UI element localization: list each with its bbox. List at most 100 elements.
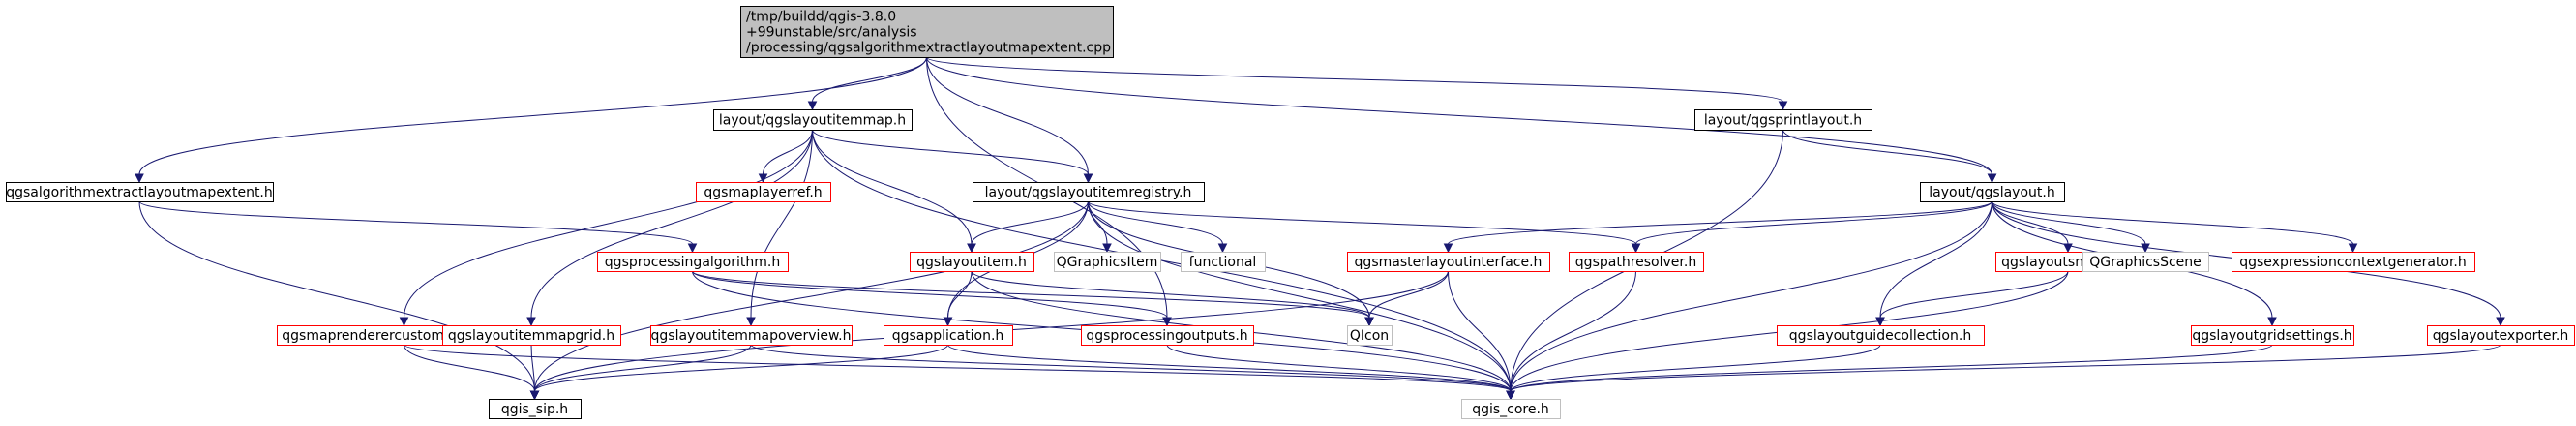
edge-n_mapgrid-to-n_sip (530, 344, 535, 392)
node-n_procoutputs[interactable]: qgsprocessingoutputs.h (1081, 325, 1254, 346)
node-n_layoutitem[interactable]: qgslayoutitem.h (910, 252, 1034, 272)
arrowhead-n_layout-to-n_pathresolver (1631, 243, 1641, 254)
node-n_core[interactable]: qgis_core.h (1461, 399, 1561, 419)
edge-n_application-to-n_sip (534, 344, 948, 392)
node-box (884, 325, 1013, 346)
node-box (1181, 252, 1266, 272)
edge-n_procalg-to-n_qicon (692, 270, 1370, 319)
node-n_application[interactable]: qgsapplication.h (884, 325, 1013, 346)
node-n_printlayout[interactable]: layout/qgsprintlayout.h (1694, 109, 1872, 131)
arrowhead-n_application-to-n_sip (529, 390, 540, 401)
node-n_qgraphicsscene[interactable]: QGraphicsScene (2082, 252, 2209, 272)
node-box (1347, 252, 1550, 272)
node-n_itemregistry[interactable]: layout/qgslayoutitemregistry.h (973, 182, 1205, 202)
node-box (489, 399, 582, 419)
edge-root-to-n_extent_h (138, 56, 927, 175)
edge-n_layout-to-n_qgraphicsscene (1992, 200, 2146, 245)
edge-n_extent_h-to-n_procalg (138, 200, 693, 245)
arrowhead-n_itemmap-to-n_mapoverview (746, 317, 756, 327)
node-n_procalg[interactable]: qgsprocessingalgorithm.h (597, 252, 789, 272)
arrowhead-n_itemmap-to-n_mapgrid (526, 317, 536, 327)
edge-n_itemmap-to-n_mapgrid (530, 129, 813, 319)
node-box (1081, 325, 1254, 346)
arrowhead-n_procalg-to-n_procoutputs (1162, 317, 1172, 327)
edge-root-to-n_itemmap (812, 56, 927, 103)
node-n_mapgrid[interactable]: qgslayoutitemmapgrid.h (442, 325, 621, 346)
node-label: qgslayoutitemmapoverview.h (651, 328, 852, 344)
edge-n_masterlayout-to-n_qicon (1368, 270, 1449, 319)
edge-n_mapoverview-to-n_core (750, 344, 1512, 392)
node-n_maplayerref[interactable]: qgsmaplayerref.h (696, 182, 831, 202)
node-box (6, 182, 274, 202)
arrowhead-n_layout-to-n_gridsettings (2267, 317, 2277, 327)
node-label: +99unstable/src/analysis (746, 25, 917, 41)
node-n_functional[interactable]: functional (1181, 252, 1266, 272)
arrowhead-n_itemregistry-to-n_qgraphicsitem (1102, 243, 1112, 254)
edge-n_gridsettings-to-n_core (1510, 344, 2273, 392)
nodes-layer: /tmp/buildd/qgis-3.8.0+99unstable/src/an… (6, 6, 2575, 419)
node-root[interactable]: /tmp/buildd/qgis-3.8.0+99unstable/src/an… (740, 6, 1114, 58)
node-n_mapoverview[interactable]: qgslayoutitemmapoverview.h (650, 325, 853, 346)
arrowhead-n_layoutitem-to-n_application (943, 317, 953, 327)
node-label: qgis_sip.h (501, 402, 568, 417)
node-label: qgslayoutitem.h (916, 255, 1027, 270)
node-n_itemmap[interactable]: layout/qgslayoutitemmap.h (713, 109, 913, 131)
node-n_gridsettings[interactable]: qgslayoutgridsettings.h (2191, 325, 2354, 346)
node-n_guidecoll[interactable]: qgslayoutguidecollection.h (1777, 325, 1985, 346)
edge-n_extent_h-to-n_sip (138, 200, 535, 392)
node-n_sip[interactable]: qgis_sip.h (489, 399, 582, 419)
arrowhead-n_layout-to-n_exporter (2496, 317, 2505, 327)
node-box (910, 252, 1034, 272)
node-label: qgsmasterlayoutinterface.h (1355, 255, 1543, 270)
node-box (2427, 325, 2575, 346)
node-n_exprctx[interactable]: qgsexpressioncontextgenerator.h (2232, 252, 2475, 272)
edge-n_snapper-to-n_guidecoll (1879, 270, 2069, 319)
arrowhead-n_exporter-to-n_core (1506, 390, 1515, 401)
edge-n_guidecoll-to-n_core (1510, 344, 1881, 392)
node-box (973, 182, 1205, 202)
arrowhead-root-to-n_printlayout (1778, 101, 1788, 111)
arrowhead-root-to-n_itemmap (807, 101, 818, 111)
node-box (1054, 252, 1161, 272)
node-n_qgraphicsitem[interactable]: QGraphicsItem (1054, 252, 1161, 272)
edge-n_itemregistry-to-n_core (1088, 200, 1512, 392)
edge-n_procoutputs-to-n_core (1166, 344, 1512, 392)
node-label: layout/qgslayoutitemmap.h (719, 113, 906, 129)
node-label: /tmp/buildd/qgis-3.8.0 (746, 10, 896, 25)
node-label: qgslayoutgridsettings.h (2192, 328, 2351, 344)
node-label: qgsapplication.h (892, 328, 1004, 344)
node-n_layout[interactable]: layout/qgslayout.h (1920, 182, 2065, 202)
edge-n_layout-to-n_snapper (1992, 200, 2069, 245)
node-label: qgsprocessingoutputs.h (1086, 328, 1247, 344)
node-label: QGraphicsScene (2089, 255, 2202, 270)
node-n_pathresolver[interactable]: qgspathresolver.h (1569, 252, 1704, 272)
node-label: layout/qgslayout.h (1929, 185, 2054, 200)
node-box (650, 325, 853, 346)
edge-n_itemmap-to-n_layoutitem (812, 129, 973, 245)
edge-n_pathresolver-to-n_core (1510, 270, 1636, 392)
node-n_extent_h[interactable]: qgsalgorithmextractlayoutmapextent.h (6, 182, 274, 202)
edge-n_itemregistry-to-n_pathresolver (1088, 200, 1636, 245)
node-n_masterlayout[interactable]: qgsmasterlayoutinterface.h (1347, 252, 1550, 272)
arrowhead-n_itemmap-to-n_itemregistry (1083, 173, 1093, 184)
node-label: qgis_core.h (1472, 402, 1549, 417)
node-n_exporter[interactable]: qgslayoutexporter.h (2427, 325, 2575, 346)
node-n_qicon[interactable]: QIcon (1347, 325, 1393, 346)
edge-n_layout-to-n_pathresolver (1635, 200, 1992, 245)
node-box (713, 109, 913, 131)
edge-n_customjob-to-n_sip (404, 344, 535, 392)
node-box (696, 182, 831, 202)
edge-n_itemmap-to-n_itemregistry (812, 129, 1089, 175)
edge-n_layoutitem-to-n_application (947, 270, 973, 319)
node-label: layout/qgsprintlayout.h (1704, 113, 1862, 129)
arrowhead-n_layout-to-n_masterlayout (1443, 243, 1453, 254)
edge-n_printlayout-to-n_layout (1782, 129, 1992, 175)
node-label: qgsmaplayerref.h (704, 185, 822, 200)
node-label: QIcon (1350, 328, 1389, 344)
edge-n_masterlayout-to-n_core (1448, 270, 1512, 392)
node-label: /processing/qgsalgorithmextractlayoutmap… (746, 41, 1111, 56)
edge-n_layout-to-n_masterlayout (1448, 200, 1992, 245)
node-label: qgslayoutexporter.h (2433, 328, 2569, 344)
node-label: qgslayoutguidecollection.h (1789, 328, 1971, 344)
